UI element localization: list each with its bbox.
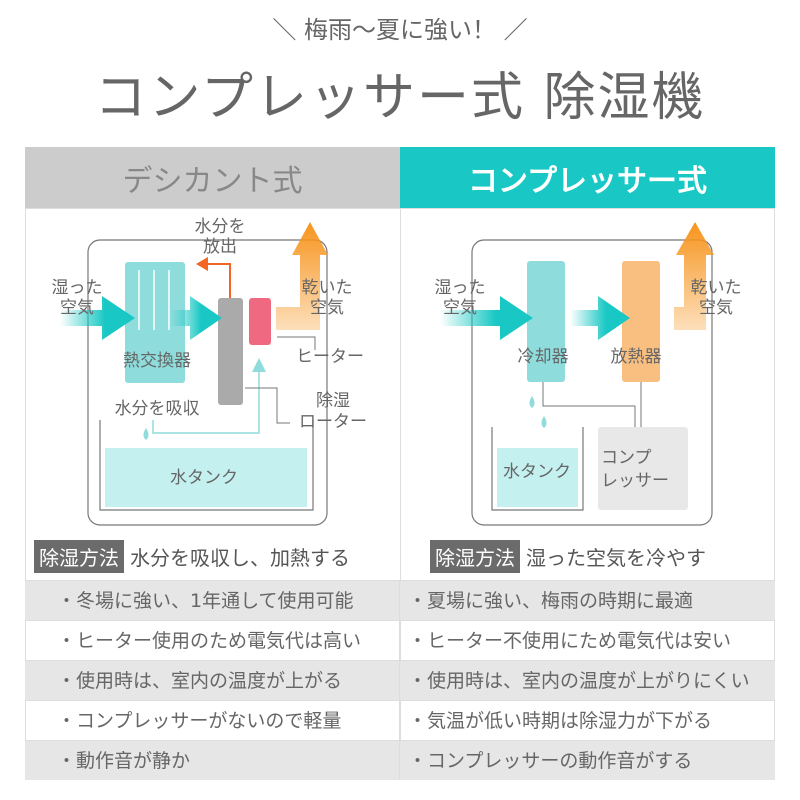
exchanger-fins xyxy=(138,270,170,330)
cell-compressor: ・使用時は、室内の温度が上がりにくい xyxy=(408,670,750,692)
page-title: コンプレッサー式 除湿機 xyxy=(94,68,706,128)
diagram-label: 放熱器 xyxy=(611,347,662,367)
diagram-label: ローター xyxy=(299,412,367,432)
diagram-label: 水分を吸収 xyxy=(115,399,200,419)
diagram-label: 水タンク xyxy=(170,468,238,488)
table-row: ・動作音が静か・コンプレッサーの動作音がする xyxy=(25,740,775,780)
air-flow-arrow-icon xyxy=(170,296,222,340)
method-text: 水分を吸収し、加熱する xyxy=(130,546,350,570)
method-compressor: 除湿方法湿った空気を冷やす xyxy=(430,540,706,573)
cell-desiccant: ・コンプレッサーがないので軽量 xyxy=(25,701,400,740)
water-drop-icon xyxy=(541,416,547,428)
unit-outline xyxy=(87,239,328,526)
table-row: ・冬場に強い、1年通して使用可能・夏場に強い、梅雨の時期に最適 xyxy=(25,580,775,620)
water-tank xyxy=(105,448,307,507)
diagram-label: 湿った xyxy=(435,278,486,298)
method-desiccant: 除湿方法水分を吸収し、加熱する xyxy=(34,540,350,573)
absorb-arrow-icon xyxy=(252,358,266,372)
compressor-diagram: 湿った 空気 乾いた 空気 冷却器 放熱器 水タンク コンプ レッサー xyxy=(435,222,742,526)
cell-compressor: ・気温が低い時期は除湿力が下がる xyxy=(408,710,713,732)
water-drop-icon xyxy=(143,428,149,440)
tank-outline xyxy=(491,427,584,511)
diagram-label: 水分を xyxy=(195,217,246,237)
cell-desiccant: ・冬場に強い、1年通して使用可能 xyxy=(25,581,400,620)
release-arrow-icon xyxy=(196,257,208,271)
subtitle: ＼ 梅雨〜夏に強い！ ／ xyxy=(272,16,528,44)
cell-desiccant: ・動作音が静か xyxy=(25,741,400,780)
cell-compressor: ・コンプレッサーの動作音がする xyxy=(408,750,693,772)
unit-outline xyxy=(471,239,713,526)
diagram-label: 空気 xyxy=(699,298,733,318)
diagram-label: コンプ xyxy=(601,448,652,468)
refrigerant-pipe xyxy=(542,382,642,427)
diagram-label: 放出 xyxy=(203,237,237,257)
method-badge: 除湿方法 xyxy=(34,540,124,573)
diagram-label: 除湿 xyxy=(316,391,350,411)
diagram-label: 乾いた xyxy=(691,278,742,298)
column-divider xyxy=(400,208,401,780)
diagram-label: 冷却器 xyxy=(518,347,569,367)
diagram-label: 乾いた xyxy=(302,278,353,298)
dry-air-arrow-icon xyxy=(276,222,328,330)
water-drop-icon xyxy=(529,396,535,408)
release-line xyxy=(206,263,231,298)
diagram-label: 湿った xyxy=(52,278,103,298)
tank-outline xyxy=(99,420,314,511)
diagram-label: ヒーター xyxy=(296,347,364,367)
method-text: 湿った空気を冷やす xyxy=(526,546,706,570)
diagram-label: 空気 xyxy=(60,298,94,318)
column-header-compressor: コンプレッサー式 xyxy=(400,147,775,208)
cell-compressor: ・夏場に強い、梅雨の時期に最適 xyxy=(408,590,694,612)
dry-air-arrow-icon xyxy=(674,222,714,330)
diagram-label: 熱交換器 xyxy=(123,351,191,371)
table-row: ・コンプレッサーがないので軽量・気温が低い時期は除湿力が下がる xyxy=(25,700,775,740)
diagram-label: 水タンク xyxy=(503,462,571,482)
heater-leader-line xyxy=(277,336,316,350)
diagram-label: 空気 xyxy=(310,298,344,318)
desiccant-diagram: 水分を 放出 湿った 空気 乾いた 空気 熱交換器 ヒーター 除湿 ローター 水… xyxy=(52,217,367,526)
cell-desiccant: ・ヒーター使用のため電気代は高い xyxy=(25,621,400,660)
cell-desiccant: ・使用時は、室内の温度が上がる xyxy=(25,661,400,700)
cell-compressor: ・ヒーター不使用にため電気代は安い xyxy=(408,630,732,652)
table-row: ・ヒーター使用のため電気代は高い・ヒーター不使用にため電気代は安い xyxy=(25,620,775,660)
column-header-desiccant: デシカント式 xyxy=(25,147,400,208)
rotor-leader-line xyxy=(245,387,290,424)
heat-exchanger xyxy=(125,262,185,383)
diagram-label: 空気 xyxy=(443,298,477,318)
cooler xyxy=(527,261,565,382)
heater xyxy=(249,298,271,345)
compressor xyxy=(598,427,688,510)
dehumidifying-rotor xyxy=(218,298,243,405)
table-row: ・使用時は、室内の温度が上がる・使用時は、室内の温度が上がりにくい xyxy=(25,660,775,700)
absorb-line xyxy=(152,372,260,434)
radiator xyxy=(622,261,660,382)
method-badge: 除湿方法 xyxy=(430,540,520,573)
humid-air-arrow-icon xyxy=(440,296,533,340)
humid-air-arrow-icon xyxy=(60,296,135,340)
water-tank xyxy=(497,448,578,507)
air-flow-arrow-icon xyxy=(570,296,630,340)
diagram-label: レッサー xyxy=(601,471,669,491)
